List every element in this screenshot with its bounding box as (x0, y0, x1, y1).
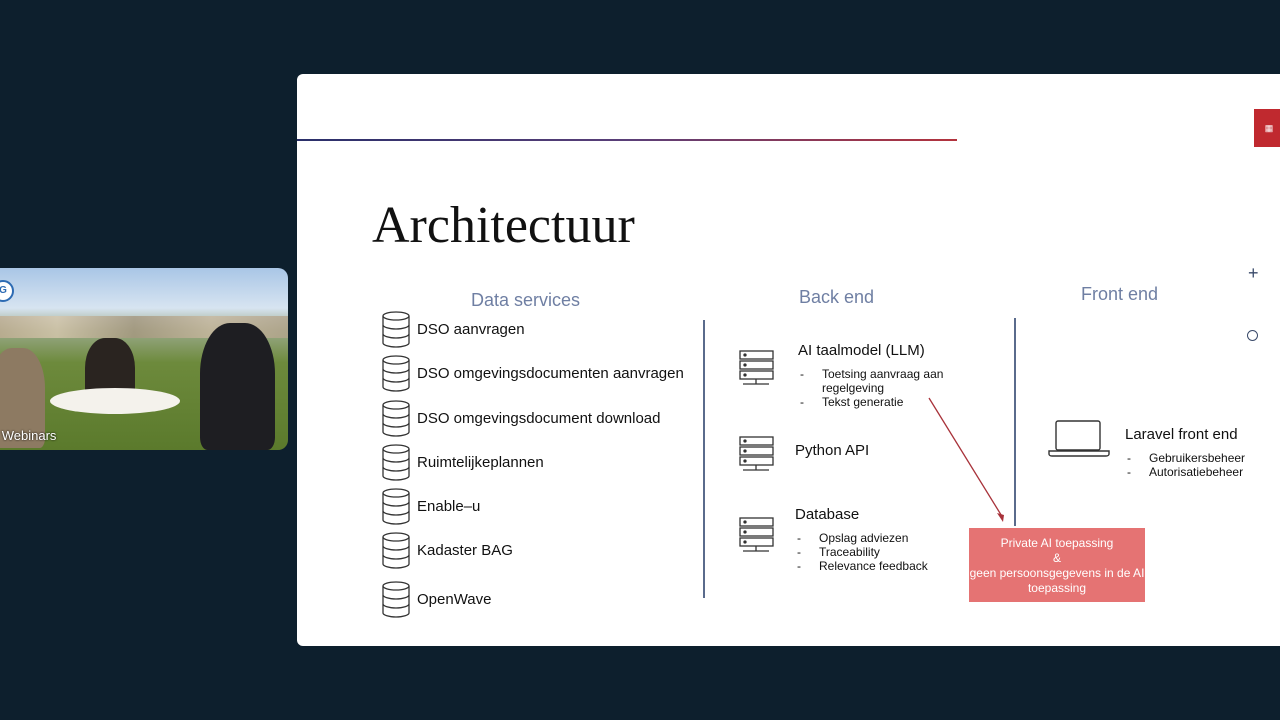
data-service-label: Enable–u (417, 498, 481, 515)
data-service-label: Kadaster BAG (417, 542, 513, 559)
server-icon (739, 350, 774, 385)
callout-line: geen persoonsgegevens in de AI toepassin… (969, 566, 1145, 595)
database-icon (382, 400, 410, 437)
database-icon (382, 444, 410, 481)
round-table (50, 388, 180, 414)
list-item: Relevance feedback (795, 559, 965, 573)
data-service-label: DSO omgevingsdocument download (417, 410, 661, 427)
data-service-label: OpenWave (417, 591, 492, 608)
column-header-back-end: Back end (799, 287, 875, 307)
column-header-data-services: Data services (471, 290, 581, 310)
database-icon (382, 488, 410, 525)
participant-1 (0, 348, 45, 448)
database-icon (382, 355, 410, 392)
arrow-icon (928, 397, 1004, 522)
laptop-icon (1048, 420, 1110, 457)
participant-3 (200, 323, 275, 450)
data-service-label: DSO aanvragen (417, 321, 525, 338)
database-icon (382, 532, 410, 569)
zoom-in-icon[interactable]: + (1248, 263, 1259, 283)
header-rule (297, 139, 957, 141)
backend-llm-list: Toetsing aanvraag aan regelgeving Tekst … (798, 367, 958, 409)
webcam-video-tile[interactable]: G G Webinars (0, 268, 288, 450)
database-icon (382, 311, 410, 348)
list-item: Toetsing aanvraag aan regelgeving (798, 367, 958, 395)
presentation-slide: ▦ Architectuur Data services Back end Fr… (297, 74, 1280, 646)
server-icon (739, 517, 774, 552)
column-divider-2 (1014, 318, 1016, 526)
list-item: Gebruikersbeheer (1125, 451, 1275, 465)
callout-line: & (1052, 551, 1061, 565)
webcam-label: G Webinars (0, 428, 57, 443)
backend-database-list: Opslag adviezen Traceability Relevance f… (795, 531, 965, 573)
frontend-list: Gebruikersbeheer Autorisatiebeheer (1125, 451, 1275, 479)
circle-control-icon[interactable] (1247, 330, 1258, 341)
slide-title: Architectuur (372, 197, 635, 254)
backend-llm-title: AI taalmodel (LLM) (798, 342, 925, 359)
callout-line: Private AI toepassing (1000, 536, 1114, 550)
private-ai-callout: Private AI toepassing & geen persoonsgeg… (969, 528, 1145, 602)
server-icon (739, 436, 774, 471)
frontend-title: Laravel front end (1125, 426, 1238, 443)
data-service-label: DSO omgevingsdocumenten aanvragen (417, 365, 684, 382)
list-item: Tekst generatie (798, 395, 958, 409)
municipality-logo-icon: ▦ (1254, 109, 1280, 147)
webinar-logo-icon: G (0, 280, 14, 302)
backend-database-title: Database (795, 506, 860, 523)
data-service-label: Ruimtelijkeplannen (417, 454, 544, 471)
column-divider-1 (703, 320, 705, 598)
backend-python-title: Python API (795, 442, 870, 459)
database-icon (382, 581, 410, 618)
list-item: Traceability (795, 545, 965, 559)
list-item: Autorisatiebeheer (1125, 465, 1275, 479)
list-item: Opslag adviezen (795, 531, 965, 545)
column-header-front-end: Front end (1081, 284, 1159, 304)
